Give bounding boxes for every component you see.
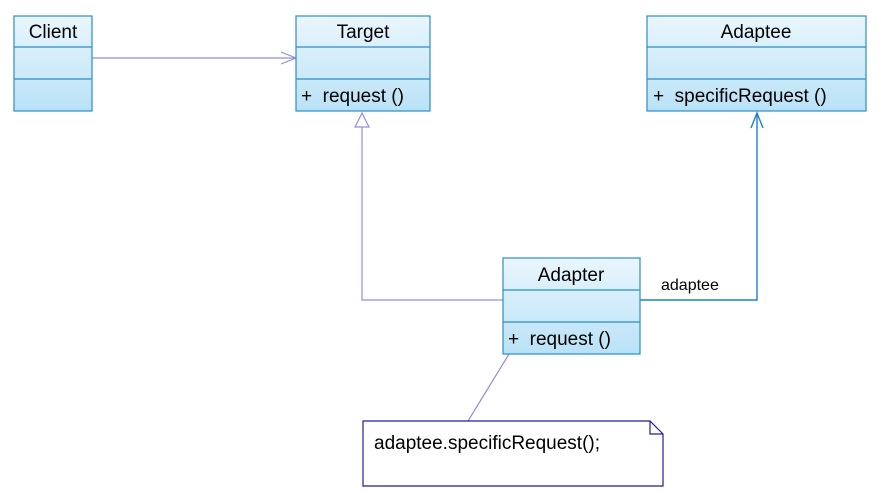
- class-adapter-operation: + request (): [508, 329, 611, 350]
- note-text: adaptee.specificRequest();: [374, 433, 600, 454]
- class-target-operation: + request (): [301, 86, 404, 107]
- association-role-label: adaptee: [661, 277, 719, 294]
- class-client[interactable]: Client: [13, 15, 93, 112]
- class-adapter-name: Adapter: [538, 265, 605, 286]
- client-target-association: [92, 51, 298, 65]
- class-adaptee-operation: + specificRequest (): [653, 86, 827, 107]
- adapter-adaptee-association: [640, 111, 764, 301]
- class-adapter[interactable]: Adapter + request (): [502, 257, 641, 355]
- adapter-target-generalization: [354, 111, 503, 301]
- implementation-note[interactable]: adaptee.specificRequest();: [362, 420, 664, 487]
- class-client-name: Client: [29, 22, 78, 43]
- class-adaptee-name: Adaptee: [721, 22, 792, 43]
- class-adaptee[interactable]: Adaptee + specificRequest (): [646, 15, 867, 112]
- class-target[interactable]: Target + request (): [295, 15, 431, 112]
- class-target-name: Target: [337, 22, 391, 43]
